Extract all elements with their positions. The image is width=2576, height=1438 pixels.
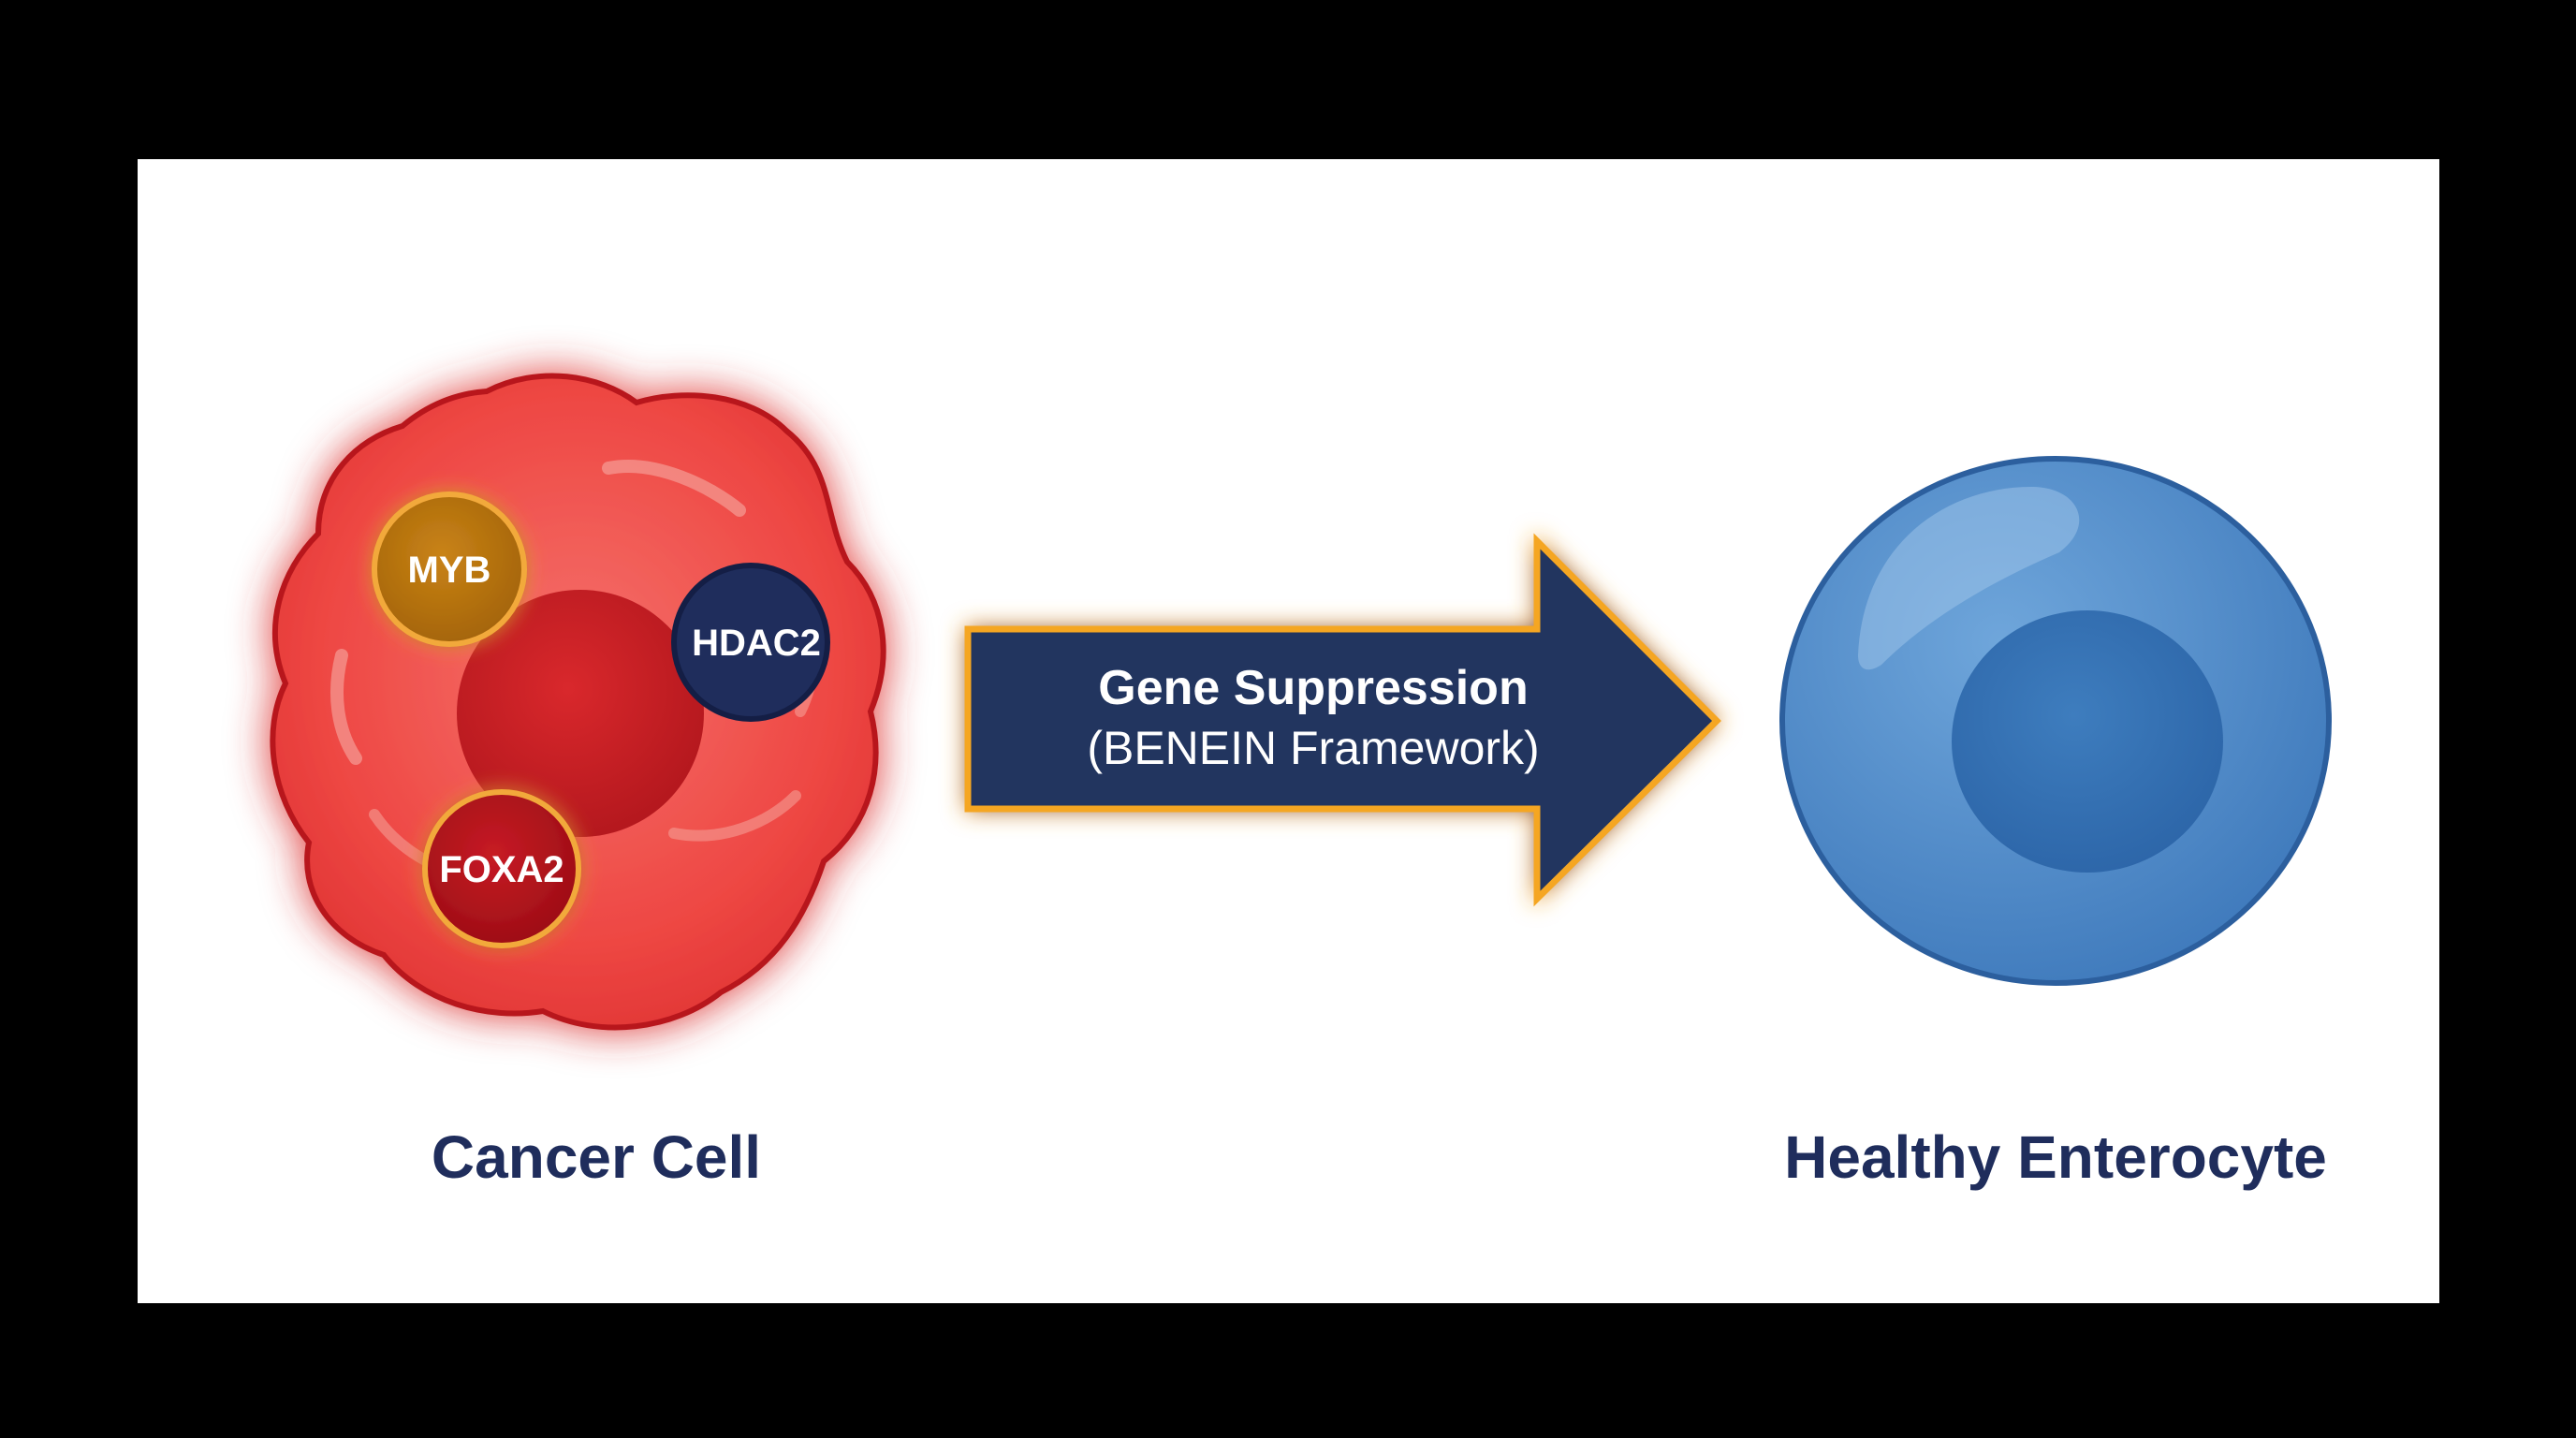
healthy-cell-highlight (1858, 487, 2080, 670)
marker-myb: MYB (372, 492, 527, 647)
cancer-cell-fold (668, 790, 801, 842)
healthy-cell-caption: Healthy Enterocyte (1784, 1123, 2327, 1191)
cancer-cell-caption: Cancer Cell (432, 1123, 761, 1191)
process-arrow: Gene Suppression (BENEIN Framework) (964, 533, 1721, 907)
marker-foxa2-circle (422, 789, 581, 948)
marker-foxa2: FOXA2 (422, 789, 581, 948)
marker-hdac2-circle (671, 563, 830, 722)
cancer-cell: MYB HDAC2 FOXA2 (270, 373, 886, 1031)
cancer-cell-fold (602, 460, 746, 517)
marker-hdac2-label: HDAC2 (692, 623, 821, 664)
cancer-cell-fold (330, 649, 362, 765)
process-arrow-subtitle: (BENEIN Framework) (1087, 722, 1539, 774)
healthy-cell-nucleus (1952, 610, 2223, 873)
process-arrow-title: Gene Suppression (1098, 661, 1528, 715)
healthy-cell (1779, 456, 2332, 986)
process-arrow-shape (964, 533, 1721, 907)
marker-foxa2-label: FOXA2 (439, 849, 564, 890)
marker-myb-label: MYB (408, 550, 491, 591)
marker-hdac2: HDAC2 (671, 563, 830, 722)
marker-myb-circle (372, 492, 527, 647)
cancer-cell-nucleus (457, 590, 704, 837)
